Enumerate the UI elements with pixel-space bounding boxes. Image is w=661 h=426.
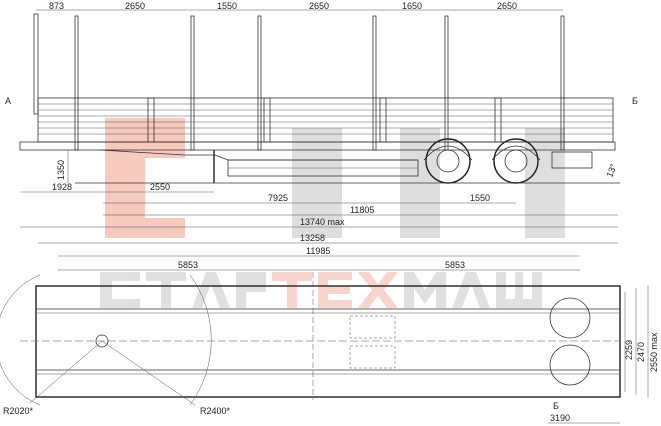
- dim-width-inner: 2259: [624, 340, 634, 360]
- dim-top-inner: 11985: [306, 246, 330, 256]
- dim-kingpin-legs: 2550: [150, 182, 170, 192]
- dim-axle-spacing: 1550: [470, 193, 490, 203]
- dim-deck-height: 1350: [56, 160, 66, 180]
- dim-half-left: 5853: [178, 260, 198, 270]
- section-label-b-top: Б: [553, 401, 559, 411]
- dim-front-kingpin: 1928: [52, 182, 72, 192]
- dim-radius-swing: R2400*: [200, 406, 231, 416]
- dim-rear-angle: 13°: [604, 162, 618, 179]
- dim-top-overall: 13258: [300, 233, 325, 243]
- section-label-b: Б: [632, 96, 638, 106]
- top-view-body: 11985 5853 5853 2259 2470 2550 max R2020…: [0, 246, 659, 424]
- dim-half-right: 5853: [445, 260, 465, 270]
- dim-overall-length: 13740 max: [300, 217, 345, 227]
- dim-radius-front: R2020*: [3, 406, 34, 416]
- dim-stake-1: 873: [49, 1, 64, 11]
- dim-stake-3: 1550: [217, 1, 237, 11]
- wheels: [423, 138, 593, 184]
- section-label-a: А: [5, 96, 11, 106]
- dim-stake-2: 2650: [125, 1, 145, 11]
- dim-width-deck: 2470: [636, 342, 646, 362]
- deck-outline: [35, 285, 621, 398]
- top-view: 13258: [38, 233, 618, 244]
- dim-stake-4: 2650: [309, 1, 329, 11]
- side-view: 873 2650 1550 2650 1650 2650 А Б 1350: [5, 1, 638, 228]
- side-boards: [19, 97, 616, 151]
- dim-rear: 3190: [550, 413, 570, 423]
- dim-stake-6: 2650: [497, 1, 517, 11]
- dim-kingpin-axle: 7925: [268, 193, 288, 203]
- dim-stake-5: 1650: [402, 1, 422, 11]
- dim-width-max: 2550 max: [649, 332, 659, 372]
- dim-kingpin-rear: 11805: [350, 205, 374, 215]
- watermark-brand: [100, 272, 542, 308]
